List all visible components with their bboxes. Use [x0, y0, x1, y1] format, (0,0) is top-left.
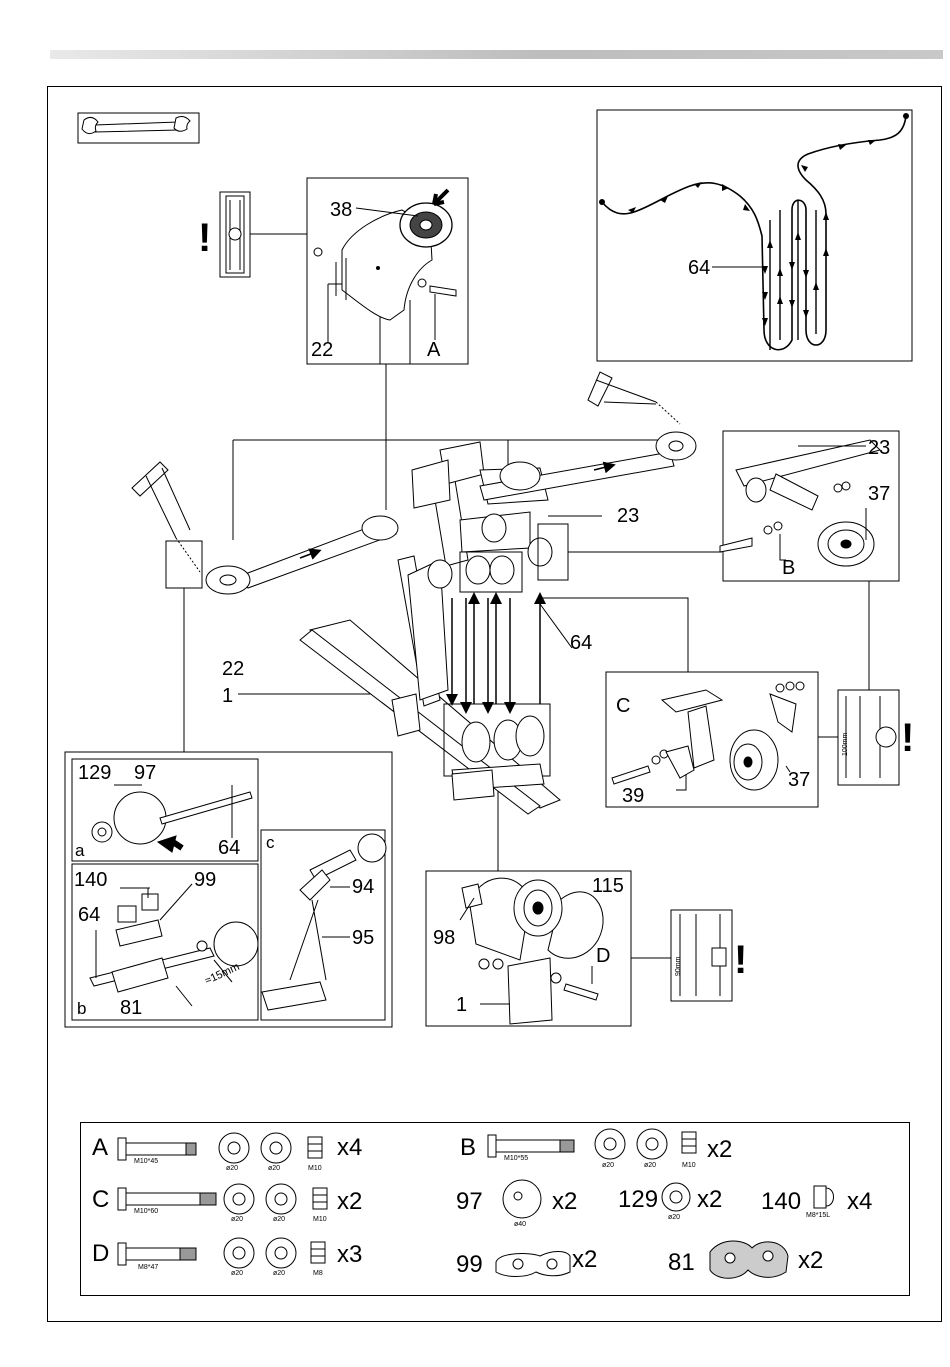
wrench-icon — [78, 113, 199, 143]
legend-qty-C: x2 — [337, 1190, 362, 1214]
legend-washer-D1: ø20 — [231, 1270, 243, 1278]
callout-1-main: 1 — [222, 686, 233, 706]
callout-C: C — [616, 696, 630, 716]
callout-98: 98 — [433, 928, 455, 948]
detail-tag-c: c — [266, 834, 275, 851]
pulley-side-view — [220, 192, 307, 277]
callout-140: 140 — [74, 870, 107, 890]
legend-nut-C: M10 — [313, 1216, 327, 1224]
legend-washer-B1: ø20 — [602, 1162, 614, 1170]
callout-39: 39 — [622, 786, 644, 806]
legend-id-140: 140 — [761, 1190, 801, 1214]
legend-qty-129: x2 — [697, 1188, 722, 1212]
callout-64-a: 64 — [218, 838, 240, 858]
legend-id-129: 129 — [618, 1188, 658, 1212]
callout-23-main: 23 — [617, 506, 639, 526]
legend-qty-97: x2 — [552, 1190, 577, 1214]
callout-38: 38 — [330, 200, 352, 220]
legend-id-B: B — [460, 1136, 476, 1160]
legend-spec-140: M8*15L — [806, 1212, 830, 1220]
callout-97: 97 — [134, 763, 156, 783]
callout-64-b: 64 — [78, 905, 100, 925]
legend-spec-129: ø20 — [668, 1214, 680, 1222]
callout-A: A — [427, 340, 440, 360]
callout-B: B — [782, 558, 795, 578]
legend-id-81: 81 — [668, 1251, 695, 1275]
upper-right-detail — [720, 431, 899, 690]
callout-D: D — [596, 946, 610, 966]
legend-qty-81: x2 — [798, 1249, 823, 1273]
legend-qty-140: x4 — [847, 1190, 872, 1214]
detail-tag-b: b — [77, 1000, 86, 1017]
callout-37-mid: 37 — [788, 770, 810, 790]
legend-spec-97: ø40 — [514, 1221, 526, 1229]
legend-washer-C2: ø20 — [273, 1216, 285, 1224]
legend-id-99: 99 — [456, 1253, 483, 1277]
callout-99: 99 — [194, 870, 216, 890]
legend-qty-D: x3 — [337, 1243, 362, 1267]
legend-id-C: C — [92, 1188, 109, 1212]
legend-qty-99: x2 — [572, 1248, 597, 1272]
legend-bolt-B: M10*55 — [504, 1155, 528, 1163]
legend-washer-A2: ø20 — [268, 1165, 280, 1173]
legend-bolt-A: M10*45 — [134, 1158, 158, 1166]
callout-64-main: 64 — [570, 633, 592, 653]
callout-1-bottom: 1 — [456, 995, 467, 1015]
callout-115: 115 — [592, 876, 624, 896]
legend-nut-B: M10 — [682, 1162, 696, 1170]
legend-bolt-D: M8*47 — [138, 1264, 158, 1272]
legend-bolt-C: M10*60 — [134, 1208, 158, 1216]
callout-22-main: 22 — [222, 659, 244, 679]
legend-nut-D: M8 — [313, 1270, 323, 1278]
legend-washer-A1: ø20 — [226, 1165, 238, 1173]
callout-23-detail: 23 — [868, 438, 890, 458]
legend-nut-A: M10 — [308, 1165, 322, 1173]
pulley-100mm-view — [818, 690, 899, 785]
legend-washer-D2: ø20 — [273, 1270, 285, 1278]
legend-washer-B2: ø20 — [644, 1162, 656, 1170]
warning-mark-100mm: ! — [901, 718, 914, 758]
legend-id-A: A — [92, 1136, 108, 1160]
callout-64-routing: 64 — [688, 258, 710, 278]
detail-tag-a: a — [75, 842, 84, 859]
legend-id-D: D — [92, 1242, 109, 1266]
legend-id-97: 97 — [456, 1190, 483, 1214]
dimension-90mm: 90mm — [675, 957, 683, 976]
cable-routing-detail — [597, 110, 912, 361]
callout-129: 129 — [78, 763, 111, 783]
legend-qty-B: x2 — [707, 1138, 732, 1162]
callout-37-upper: 37 — [868, 484, 890, 504]
warning-mark-90mm: ! — [734, 940, 747, 980]
pulley-90mm-view — [671, 910, 732, 1001]
dimension-100mm: 100mm — [842, 733, 850, 756]
callout-22-top: 22 — [311, 340, 333, 360]
legend-qty-A: x4 — [337, 1136, 362, 1160]
warning-mark-top: ! — [198, 218, 211, 258]
cable-end-details — [65, 752, 392, 1027]
callout-81: 81 — [120, 998, 142, 1018]
callout-94: 94 — [352, 877, 374, 897]
legend-washer-C1: ø20 — [231, 1216, 243, 1224]
callout-95: 95 — [352, 928, 374, 948]
